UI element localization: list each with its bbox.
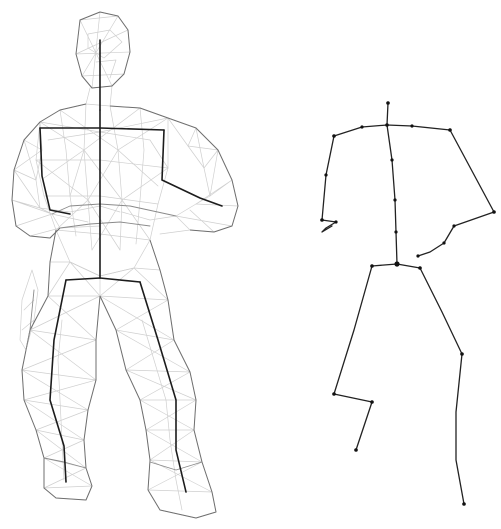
stick-skeleton-figure [320,101,496,506]
joint-ankle-left [370,400,374,404]
mesh-fine-lines [12,12,238,518]
joint-spine-upper [390,158,393,161]
joint-clavicle-right [410,124,413,127]
mesh-outline [12,12,238,518]
wireframe-mesh-figure [12,12,238,518]
joint-neck [385,123,389,127]
joint-clavicle-left [360,125,363,128]
joint-spine-lower [394,230,397,233]
joint-wrist-right [442,241,445,244]
joint-hand-right [416,254,419,257]
joint-shoulder-left [332,134,336,138]
joint-foot-right [462,502,466,506]
joint-hip-right [418,266,422,270]
joint-upperarm-left [324,173,327,176]
joint-head [386,101,390,105]
joint-elbow-right [492,210,496,214]
skeleton-bones [322,103,494,504]
joint-forearm-right [452,224,455,227]
joint-shoulder-right [448,128,452,132]
joint-elbow-left [320,218,324,222]
skeleton-joints [320,101,496,506]
joint-knee-right [460,352,464,356]
joint-pelvis [394,261,399,266]
joint-hand-left [334,220,337,223]
joint-spine-mid [393,198,396,201]
joint-knee-left [332,392,336,396]
joint-foot-left [354,448,358,452]
joint-hip-left [370,264,374,268]
